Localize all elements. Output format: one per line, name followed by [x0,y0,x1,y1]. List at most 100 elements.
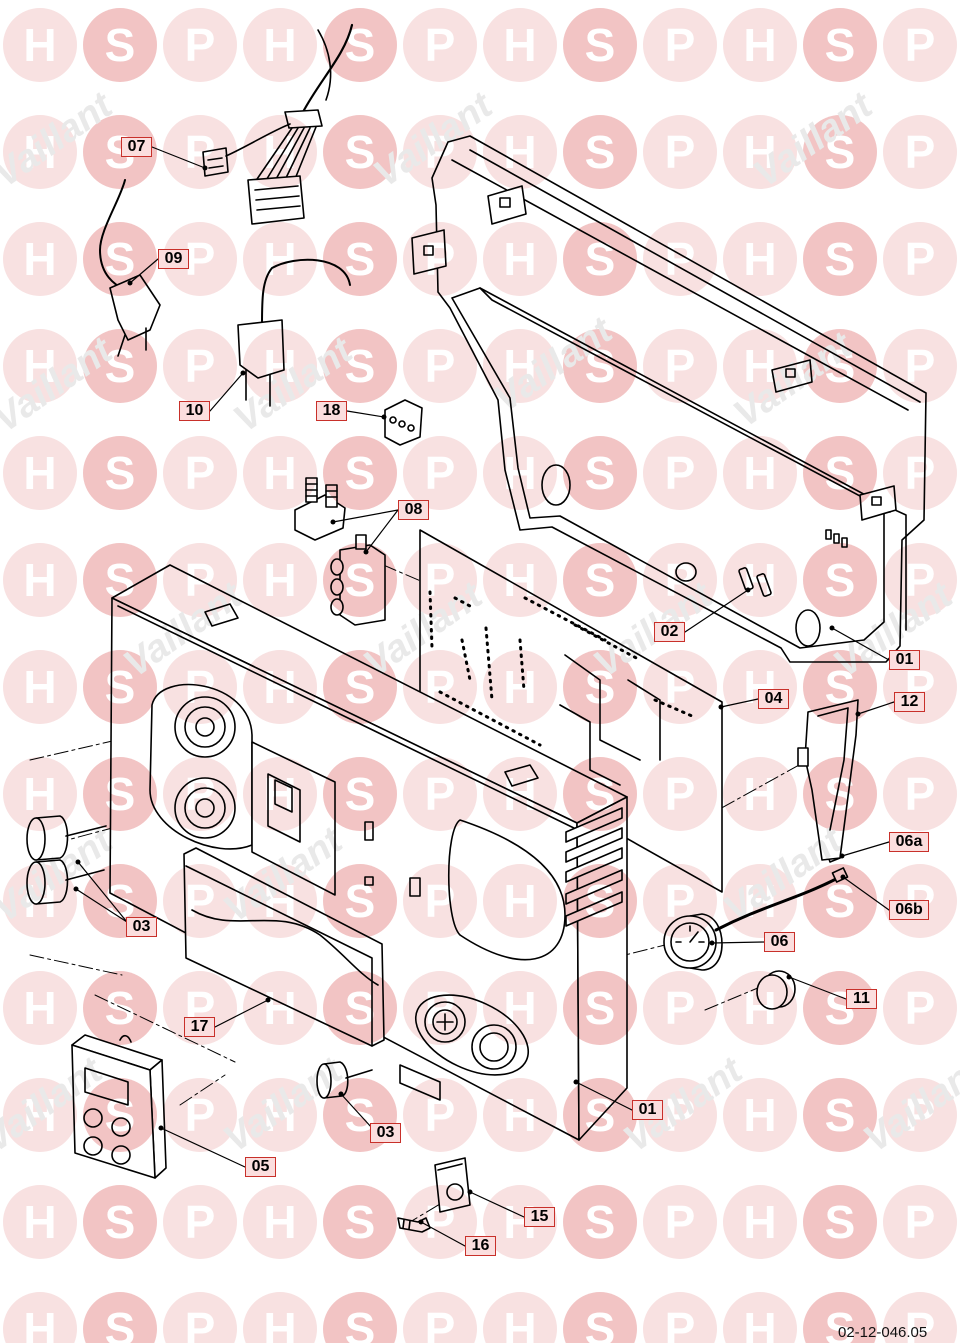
part-12-bracket [797,699,859,861]
watermark-badge: H [723,757,797,831]
svg-text:P: P [905,982,936,1034]
watermark-brand: Vaillant [0,329,121,441]
watermark-badge: H [243,1292,317,1343]
svg-text:H: H [23,554,56,606]
svg-text:P: P [905,768,936,820]
watermark-badge: H [3,650,77,724]
svg-text:H: H [743,19,776,71]
watermark-badge: H [3,436,77,510]
svg-text:S: S [825,19,856,71]
watermark-badge: P [163,8,237,82]
svg-text:H: H [23,340,56,392]
leader-line-09 [129,258,159,284]
watermark-badge: H [243,543,317,617]
watermark-badge: S [803,8,877,82]
callout-06: 06 [764,932,795,952]
svg-text:H: H [23,1196,56,1248]
part-03-knob-bottom [316,1061,373,1099]
watermark-badge: H [3,329,77,403]
svg-text:P: P [905,126,936,178]
watermark-badge: S [803,1185,877,1259]
svg-text:P: P [665,982,696,1034]
watermark-badge: P [883,1185,957,1259]
svg-text:H: H [263,1196,296,1248]
leader-line-04 [720,698,759,708]
svg-text:H: H [743,126,776,178]
svg-text:P: P [905,19,936,71]
svg-text:P: P [425,19,456,71]
watermark-badge: S [83,1292,157,1343]
leader-line-05 [160,1127,246,1168]
svg-text:H: H [23,661,56,713]
watermark-badge: H [3,1078,77,1152]
part-09-plug [99,179,161,357]
svg-text:S: S [345,1196,376,1248]
callout-10: 10 [179,401,210,421]
callout-06b: 06b [889,900,929,920]
leader-line-12 [857,701,895,715]
svg-text:S: S [345,447,376,499]
watermark-badge: P [643,1185,717,1259]
svg-text:H: H [503,1303,536,1343]
watermark-badge: P [643,115,717,189]
watermark-badge: H [723,8,797,82]
svg-text:H: H [263,1089,296,1141]
leader-line-06b [842,876,890,911]
svg-text:S: S [825,1196,856,1248]
watermark-badge: H [3,8,77,82]
watermark-badge: P [403,1292,477,1343]
callout-01-frame: 01 [889,650,920,670]
watermark-badge: S [563,1292,637,1343]
callout-08: 08 [398,500,429,520]
watermark-badge: S [323,329,397,403]
watermark-badge: H [483,1292,557,1343]
watermark-badge: H [483,8,557,82]
watermark-badge: P [883,1078,957,1152]
watermark-badge: H [3,543,77,617]
svg-text:S: S [105,982,136,1034]
svg-text:S: S [585,554,616,606]
svg-text:S: S [105,1303,136,1343]
watermark-badge: P [883,115,957,189]
svg-text:H: H [743,875,776,927]
watermark-badge: S [803,115,877,189]
watermark-badge: P [883,222,957,296]
callout-15: 15 [524,1207,555,1227]
leader-line-06 [711,941,765,944]
watermark-badge: H [3,1185,77,1259]
callout-04: 04 [758,689,789,709]
svg-text:P: P [425,1303,456,1343]
part-03-knob-upper [26,815,107,861]
watermark-badge: P [403,436,477,510]
watermark-brand: Vaillant [746,84,881,196]
leader-line-01-top [831,627,890,661]
svg-text:S: S [345,233,376,285]
svg-text:P: P [185,340,216,392]
svg-text:H: H [743,233,776,285]
watermark-badge: S [323,8,397,82]
svg-text:P: P [425,340,456,392]
watermark-badge: P [883,971,957,1045]
leader-line-16 [420,1221,466,1247]
svg-text:H: H [23,126,56,178]
watermark-badge: P [403,8,477,82]
leader-line-10 [209,372,244,412]
watermark-badge: H [723,115,797,189]
svg-text:S: S [585,1196,616,1248]
watermark-badge: H [3,222,77,296]
watermark-badge: H [243,1185,317,1259]
watermark-badge: H [243,8,317,82]
svg-text:H: H [23,447,56,499]
callout-05: 05 [245,1157,276,1177]
svg-text:P: P [905,1196,936,1248]
svg-text:H: H [743,768,776,820]
watermark-badge: H [723,650,797,724]
svg-text:S: S [345,19,376,71]
watermark-badge: P [163,1292,237,1343]
svg-text:H: H [263,233,296,285]
watermark-badge: P [163,1078,237,1152]
svg-text:S: S [825,233,856,285]
callout-11: 11 [846,989,877,1009]
svg-text:P: P [665,1303,696,1343]
